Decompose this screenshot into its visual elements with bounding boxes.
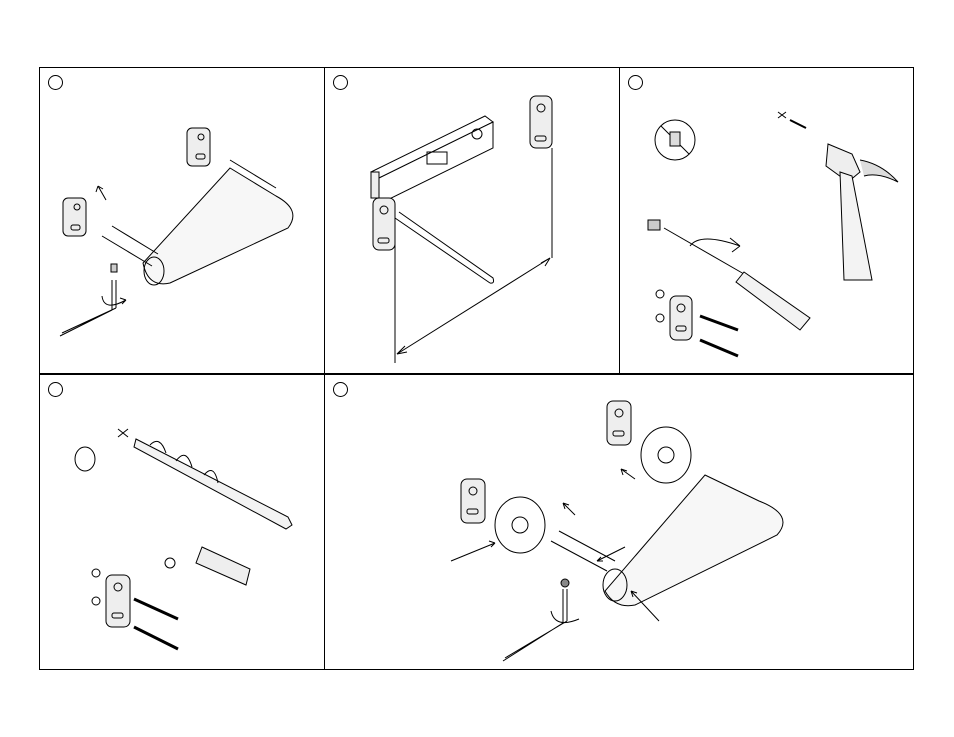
escutcheon-cover-icon xyxy=(495,497,545,553)
mounting-screw-icon xyxy=(134,599,178,649)
mounting-hardware-illustration xyxy=(620,68,915,375)
wall-bracket-icon xyxy=(656,290,692,340)
step-panel-1 xyxy=(39,67,325,374)
step-panel-2 xyxy=(324,67,620,374)
hammer-icon xyxy=(826,144,898,280)
final-assembly-illustration xyxy=(325,375,915,671)
escutcheon-cover-icon xyxy=(641,427,691,483)
level-tool-icon xyxy=(371,116,493,204)
drill-bit-icon xyxy=(118,429,292,529)
wall-bracket-icon xyxy=(187,128,210,166)
wall-anchor-icon xyxy=(165,547,250,585)
towel-bar-icon xyxy=(551,475,783,606)
step-panel-5 xyxy=(324,374,914,670)
drill-hole-icon xyxy=(75,447,95,471)
towel-bar-icon xyxy=(102,160,293,285)
wall-bracket-icon xyxy=(92,569,130,627)
towel-bar-icon xyxy=(395,212,494,283)
step-panel-3 xyxy=(619,67,914,374)
wall-bracket-icon xyxy=(63,198,86,236)
towel-bar-removal-illustration xyxy=(40,68,326,375)
drilling-anchors-illustration xyxy=(40,375,326,671)
leveling-measuring-illustration xyxy=(325,68,621,375)
hex-key-icon xyxy=(60,264,126,336)
direction-arrow-icon xyxy=(96,186,106,200)
wall-bracket-icon xyxy=(530,96,552,148)
mounting-screw-icon xyxy=(700,316,738,356)
wall-bracket-icon xyxy=(461,479,485,523)
step-panel-4 xyxy=(39,374,325,670)
wall-bracket-icon xyxy=(607,401,631,445)
nail-icon xyxy=(778,112,806,128)
no-anchor-needed-icon xyxy=(655,120,695,160)
hex-key-icon xyxy=(503,579,579,661)
wall-bracket-icon xyxy=(373,198,395,250)
